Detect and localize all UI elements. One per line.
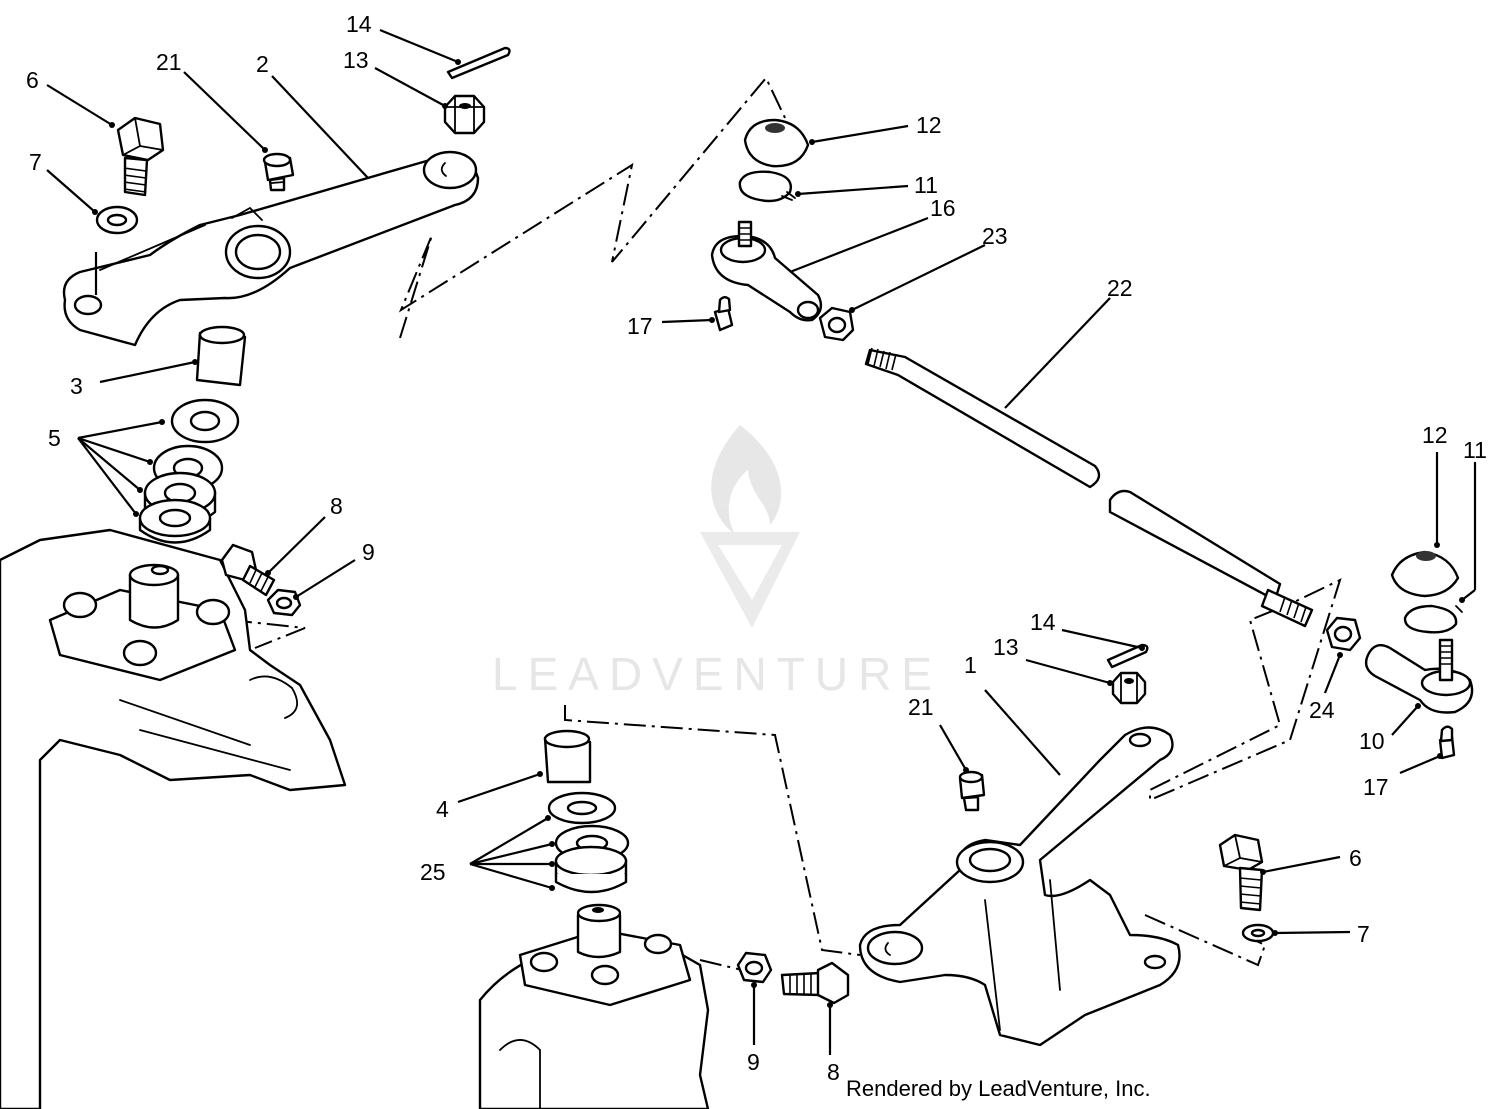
- callout-3: 3: [70, 373, 83, 399]
- bolt-6-top: [116, 116, 165, 197]
- callout-12-top: 12: [916, 112, 942, 138]
- callout-16: 16: [930, 195, 956, 221]
- callout-12-right: 12: [1422, 422, 1448, 448]
- render-credit: Rendered by LeadVenture, Inc.: [846, 1076, 1151, 1101]
- dashed-line-left: [229, 619, 306, 649]
- watermark-logo: [700, 425, 800, 628]
- callout-labels: 14 13 21 2 6 7 3 5 8 9 12 11 16 23 22 17…: [26, 11, 1487, 1085]
- steering-arm-1: [858, 726, 1181, 1047]
- bolt-8-left: [220, 543, 276, 597]
- callout-17-right: 17: [1363, 774, 1389, 800]
- dashed-line-bottom: [699, 959, 743, 971]
- tie-rod-end-16: [710, 220, 823, 322]
- watermark-text: LEADVENTURE: [492, 648, 942, 700]
- callout-2: 2: [256, 51, 269, 77]
- callout-21-mid: 21: [908, 694, 934, 720]
- callout-14-mid: 14: [1030, 609, 1056, 635]
- callout-8-left: 8: [330, 493, 343, 519]
- callout-13-top: 13: [343, 47, 369, 73]
- callout-11-right: 11: [1463, 437, 1487, 463]
- jam-nut-23: [818, 306, 855, 342]
- grease-fitting-17-top: [713, 296, 734, 332]
- callout-22: 22: [1107, 275, 1133, 301]
- castle-nut-13-mid: [1111, 671, 1147, 705]
- callout-24: 24: [1309, 697, 1335, 723]
- left-steering-housing: [0, 528, 347, 1109]
- callout-8-bottom: 8: [827, 1059, 840, 1085]
- leader-dots: [92, 59, 1465, 1008]
- washer-stack-5: [138, 398, 240, 544]
- callout-5: 5: [48, 425, 61, 451]
- callout-23: 23: [982, 223, 1008, 249]
- dashed-line-top: [398, 76, 787, 339]
- callout-10: 10: [1359, 728, 1385, 754]
- dust-boot-12-right: [1390, 550, 1460, 598]
- callout-17-top: 17: [627, 313, 653, 339]
- dust-boot-12-top: [743, 118, 810, 168]
- callout-21-top: 21: [156, 49, 182, 75]
- callout-25: 25: [420, 859, 446, 885]
- center-steering-housing: [478, 903, 710, 1109]
- nut-9-left: [266, 588, 302, 617]
- callout-13-mid: 13: [993, 634, 1019, 660]
- callout-11-top: 11: [914, 172, 938, 198]
- snap-ring-11-right: [1403, 604, 1463, 634]
- callout-7-top: 7: [29, 149, 42, 175]
- jam-nut-24: [1325, 616, 1362, 652]
- nut-9-bottom: [736, 951, 773, 984]
- grease-fitting-21-top: [262, 152, 295, 192]
- callout-9-bottom: 9: [747, 1049, 760, 1075]
- bolt-6-right: [1218, 833, 1264, 912]
- callout-1: 1: [964, 652, 977, 678]
- washer-7-right: [1241, 923, 1275, 943]
- dashed-line-center: [564, 705, 861, 956]
- snap-ring-11-top: [738, 170, 796, 203]
- dashed-line-right: [1149, 578, 1342, 802]
- bushing-3: [195, 325, 247, 387]
- leader-lines: [46, 28, 1477, 1055]
- bolt-8-bottom: [780, 961, 850, 1005]
- callout-9-left: 9: [362, 539, 375, 565]
- grease-fitting-21-mid: [958, 770, 986, 812]
- callout-7-right: 7: [1357, 921, 1370, 947]
- castle-nut-13-top: [443, 94, 486, 135]
- steering-arm-2: [62, 150, 480, 347]
- callout-4: 4: [436, 796, 449, 822]
- tie-rod-end-10: [1364, 638, 1474, 714]
- callout-14-top: 14: [346, 11, 372, 37]
- tie-rod-22: [864, 347, 1314, 628]
- callout-6-right: 6: [1349, 845, 1362, 871]
- grease-fitting-17-right: [1438, 725, 1456, 760]
- washer-stack-25: [547, 791, 630, 894]
- bushing-4: [543, 729, 592, 784]
- cotter-pin-14-top: [446, 46, 511, 80]
- washer-7-top: [95, 205, 139, 235]
- callout-6-top: 6: [26, 67, 39, 93]
